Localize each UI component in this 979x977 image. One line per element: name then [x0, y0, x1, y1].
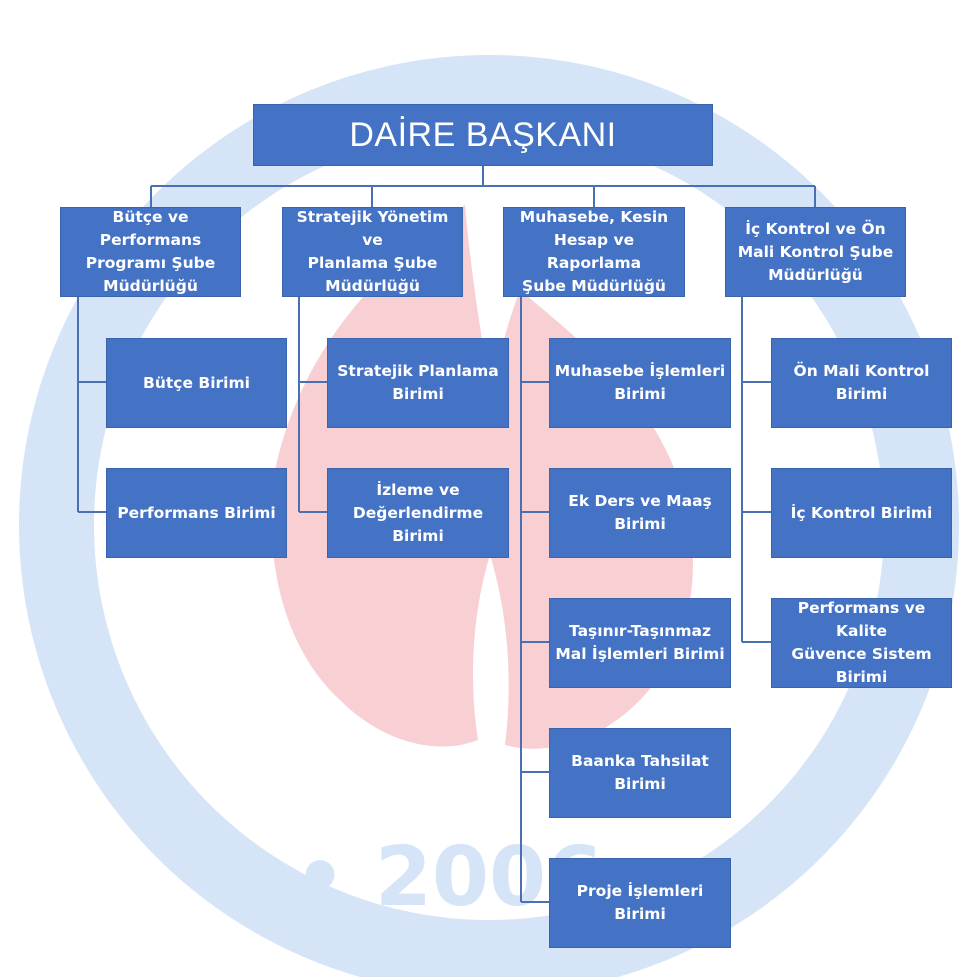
unit-label: Muhasebe İşlemleri Birimi	[554, 362, 726, 403]
unit-monitoring-evaluation-box: İzleme ve Değerlendirme Birimi	[327, 468, 509, 558]
unit-project-operations-box: Proje İşlemleri Birimi	[549, 858, 731, 948]
head-of-department-box: DAİRE BAŞKANI	[253, 104, 713, 166]
dept-internal-control-box: İç Kontrol ve Ön Mali Kontrol Şube Müdür…	[725, 207, 906, 297]
dept-label: Muhasebe, Kesin Hesap ve Raporlama Şube …	[519, 208, 669, 295]
dept-strategic-management-box: Stratejik Yönetim ve Planlama Şube Müdür…	[282, 207, 463, 297]
unit-performance-box: Performans Birimi	[106, 468, 287, 558]
unit-label: Taşınır-Taşınmaz Mal İşlemleri Birimi	[555, 622, 725, 663]
unit-label: Stratejik Planlama Birimi	[337, 362, 499, 403]
dept-budget-performance-box: Bütçe ve Performans Programı Şube Müdürl…	[60, 207, 241, 297]
unit-label: Ek Ders ve Maaş Birimi	[568, 492, 712, 533]
unit-budget-box: Bütçe Birimi	[106, 338, 287, 428]
unit-label: Ön Mali Kontrol Birimi	[793, 362, 930, 403]
unit-label: İç Kontrol Birimi	[790, 503, 933, 522]
unit-label: Bütçe Birimi	[143, 373, 250, 392]
dept-label: İç Kontrol ve Ön Mali Kontrol Şube Müdür…	[737, 219, 894, 284]
head-of-department-label: DAİRE BAŞKANI	[349, 116, 617, 154]
unit-strategic-planning-box: Stratejik Planlama Birimi	[327, 338, 509, 428]
unit-label: Performans Birimi	[117, 503, 276, 522]
dept-accounting-reporting-box: Muhasebe, Kesin Hesap ve Raporlama Şube …	[503, 207, 685, 297]
unit-performance-quality-assurance-box: Performans ve Kalite Güvence Sistem Biri…	[771, 598, 952, 688]
unit-movable-immovable-property-box: Taşınır-Taşınmaz Mal İşlemleri Birimi	[549, 598, 731, 688]
unit-label: Proje İşlemleri Birimi	[576, 882, 704, 923]
unit-label: Baanka Tahsilat Birimi	[571, 752, 709, 793]
dept-label: Bütçe ve Performans Programı Şube Müdürl…	[85, 208, 216, 295]
unit-bank-collection-box: Baanka Tahsilat Birimi	[549, 728, 731, 818]
unit-label: İzleme ve Değerlendirme Birimi	[352, 480, 484, 545]
dept-label: Stratejik Yönetim ve Planlama Şube Müdür…	[296, 208, 449, 295]
unit-preliminary-financial-control-box: Ön Mali Kontrol Birimi	[771, 338, 952, 428]
unit-label: Performans ve Kalite Güvence Sistem Biri…	[791, 599, 932, 686]
unit-accounting-operations-box: Muhasebe İşlemleri Birimi	[549, 338, 731, 428]
unit-internal-control-box: İç Kontrol Birimi	[771, 468, 952, 558]
unit-extra-lesson-salary-box: Ek Ders ve Maaş Birimi	[549, 468, 731, 558]
